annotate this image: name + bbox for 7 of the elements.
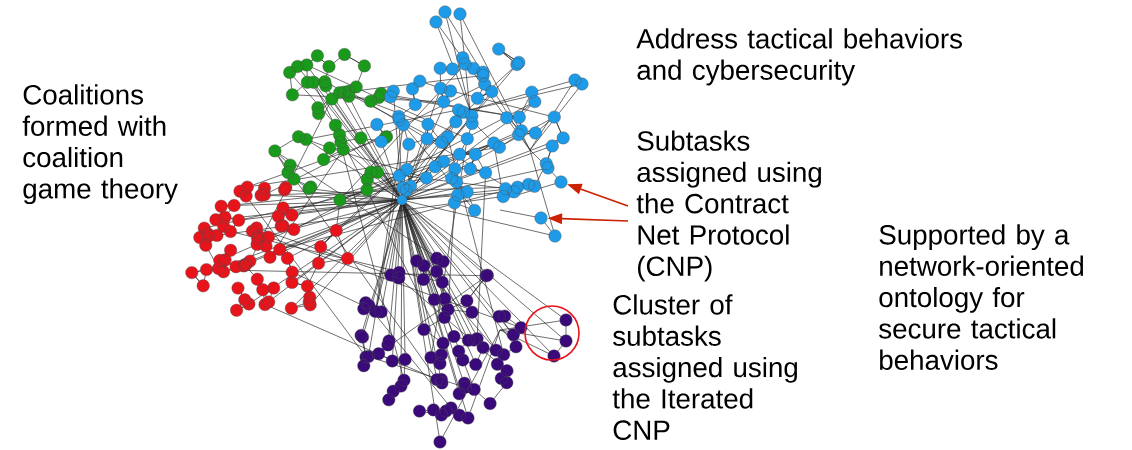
annotation-text: Supported by a network-oriented ontology for secure tactical behaviors xyxy=(879,224,1083,370)
annotation-text: Subtasks assigned using the Contract Net Protocol (CNP) xyxy=(636,130,821,282)
network-node xyxy=(554,175,568,189)
annotation-text: Address tactical behaviors and cybersecurity xyxy=(636,28,962,86)
network-node xyxy=(534,211,548,225)
annotation-text: Cluster of subtasks assigned using the Iterated CNP xyxy=(612,294,797,440)
annotation-text: Coalitions formed with coalition game theory xyxy=(22,84,178,205)
